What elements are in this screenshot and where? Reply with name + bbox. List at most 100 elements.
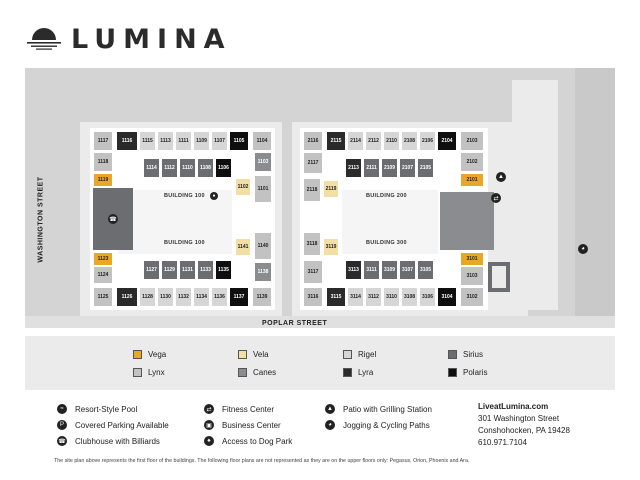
unit-3110[interactable]: 3110: [383, 287, 400, 307]
unit-1106[interactable]: 1106: [215, 158, 232, 178]
unit-1138[interactable]: 1138: [254, 262, 272, 282]
unit-1105[interactable]: 1105: [229, 131, 249, 151]
unit-1110[interactable]: 1110: [179, 158, 196, 178]
unit-1103[interactable]: 1103: [254, 152, 272, 172]
unit-3119[interactable]: 3119: [323, 238, 339, 256]
unit-1119[interactable]: 1119: [93, 173, 113, 187]
amenity-item: ♠Access to Dog Park: [204, 436, 292, 446]
building-label: BUILDING 200: [366, 193, 407, 199]
unit-3105[interactable]: 3105: [417, 260, 434, 280]
unit-1114[interactable]: 1114: [143, 158, 160, 178]
unit-1104[interactable]: 1104: [252, 131, 272, 151]
legend-label: Rigel: [358, 350, 377, 359]
amenity-label: Covered Parking Available: [75, 420, 169, 430]
unit-2108[interactable]: 2108: [401, 131, 418, 151]
clubhouse-icon: ☎: [57, 436, 67, 446]
unit-2115[interactable]: 2115: [326, 131, 346, 151]
unit-2104[interactable]: 2104: [437, 131, 457, 151]
website-link[interactable]: LiveatLumina.com: [478, 402, 549, 411]
unit-1108[interactable]: 1108: [197, 158, 214, 178]
unit-3117[interactable]: 3117: [303, 260, 323, 284]
unit-2110[interactable]: 2110: [383, 131, 400, 151]
legend-swatch: [238, 368, 247, 377]
unit-1101[interactable]: 1101: [254, 175, 272, 203]
unit-3107[interactable]: 3107: [399, 260, 416, 280]
unit-3118[interactable]: 3118: [303, 232, 321, 256]
unit-1139[interactable]: 1139: [252, 287, 272, 307]
unit-1136[interactable]: 1136: [211, 287, 228, 307]
building-100-courtyard: [118, 190, 232, 254]
unit-2116[interactable]: 2116: [303, 131, 323, 151]
legend-swatch: [343, 368, 352, 377]
unit-3108[interactable]: 3108: [401, 287, 418, 307]
unit-3106[interactable]: 3106: [419, 287, 436, 307]
unit-1115[interactable]: 1115: [139, 131, 156, 151]
legend-swatch: [133, 368, 142, 377]
unit-1107[interactable]: 1107: [211, 131, 228, 151]
unit-1134[interactable]: 1134: [193, 287, 210, 307]
unit-1128[interactable]: 1128: [139, 287, 156, 307]
unit-1135[interactable]: 1135: [215, 260, 232, 280]
business-icon: ▣: [204, 420, 214, 430]
unit-1111[interactable]: 1111: [175, 131, 192, 151]
unit-2103[interactable]: 2103: [460, 131, 484, 151]
unit-2101[interactable]: 2101: [460, 173, 484, 187]
parking-icon: P: [57, 420, 67, 430]
unit-2109[interactable]: 2109: [381, 158, 398, 178]
unit-2106[interactable]: 2106: [419, 131, 436, 151]
unit-1140[interactable]: 1140: [254, 232, 272, 260]
legend-swatch: [448, 368, 457, 377]
unit-3102[interactable]: 3102: [460, 287, 484, 307]
unit-3116[interactable]: 3116: [303, 287, 323, 307]
unit-3113[interactable]: 3113: [345, 260, 362, 280]
unit-1125[interactable]: 1125: [93, 287, 113, 307]
unit-1109[interactable]: 1109: [193, 131, 210, 151]
unit-2114[interactable]: 2114: [347, 131, 364, 151]
unit-1126[interactable]: 1126: [116, 287, 138, 307]
unit-3109[interactable]: 3109: [381, 260, 398, 280]
unit-2117[interactable]: 2117: [303, 152, 323, 174]
grill-icon: ▲: [496, 172, 506, 182]
unit-1129[interactable]: 1129: [161, 260, 178, 280]
unit-2111[interactable]: 2111: [363, 158, 380, 178]
poplar-road: [25, 316, 615, 328]
unit-1118[interactable]: 1118: [93, 152, 113, 172]
legend-item-sirius: Sirius: [448, 350, 483, 359]
unit-2118[interactable]: 2118: [303, 178, 321, 202]
unit-1112[interactable]: 1112: [161, 158, 178, 178]
sunset-logo-icon: [27, 28, 61, 50]
unit-2107[interactable]: 2107: [399, 158, 416, 178]
unit-2112[interactable]: 2112: [365, 131, 382, 151]
unit-1102[interactable]: 1102: [235, 178, 251, 196]
unit-1124[interactable]: 1124: [93, 266, 113, 284]
unit-1133[interactable]: 1133: [197, 260, 214, 280]
unit-3114[interactable]: 3114: [347, 287, 364, 307]
unit-1116[interactable]: 1116: [116, 131, 138, 151]
building-label: BUILDING 100: [164, 193, 205, 199]
unit-3111[interactable]: 3111: [363, 260, 380, 280]
unit-3112[interactable]: 3112: [365, 287, 382, 307]
clubhouse-icon: ☎: [108, 214, 118, 224]
unit-1113[interactable]: 1113: [157, 131, 174, 151]
unit-2119[interactable]: 2119: [323, 180, 339, 198]
bike-icon: ◕: [578, 244, 588, 254]
unit-1123[interactable]: 1123: [93, 252, 113, 266]
unit-2105[interactable]: 2105: [417, 158, 434, 178]
unit-3103[interactable]: 3103: [460, 266, 484, 286]
unit-2113[interactable]: 2113: [345, 158, 362, 178]
unit-1131[interactable]: 1131: [179, 260, 196, 280]
legend-swatch: [133, 350, 142, 359]
legend-label: Vela: [253, 350, 269, 359]
unit-1127[interactable]: 1127: [143, 260, 160, 280]
unit-2102[interactable]: 2102: [460, 152, 484, 172]
unit-3115[interactable]: 3115: [326, 287, 346, 307]
unit-1141[interactable]: 1141: [235, 238, 251, 256]
unit-3104[interactable]: 3104: [437, 287, 457, 307]
unit-1137[interactable]: 1137: [229, 287, 249, 307]
unit-1130[interactable]: 1130: [157, 287, 174, 307]
unit-1132[interactable]: 1132: [175, 287, 192, 307]
unit-3101[interactable]: 3101: [460, 252, 484, 266]
amenity-item: P Covered Parking Available: [57, 420, 169, 430]
unit-1117[interactable]: 1117: [93, 131, 113, 151]
legend-label: Lynx: [148, 368, 165, 377]
